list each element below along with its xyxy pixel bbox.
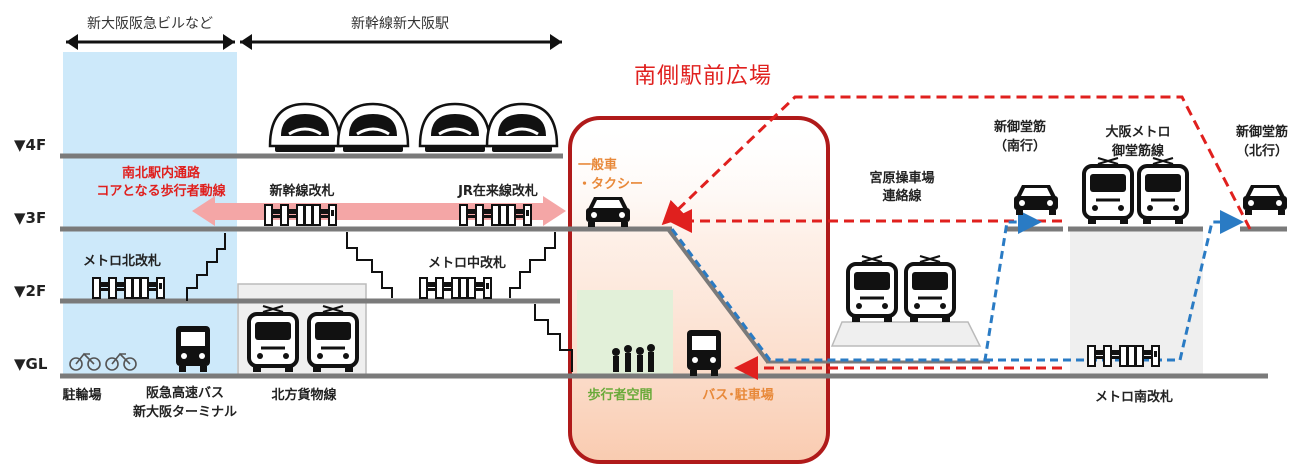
south-plaza-box [568,116,830,464]
stairs-to-gl [534,304,573,372]
osaka-metro-label: 大阪メトロ 御堂筋線 [1105,125,1171,159]
floor-label-gl: ▼GL [14,355,48,373]
ticket-gate-icon [420,278,491,298]
floor-label-2f: ▼2F [14,282,47,300]
hankyu-span-label: 新大阪阪急ビルなど [87,16,213,32]
floor-label-4f: ▼4F [14,136,47,154]
metro-south-gate-label: メトロ南改札 [1094,390,1174,405]
train-icon [1082,156,1134,226]
stairs-metro-north [186,233,226,301]
midosuji-south-label: 新御堂筋 （南行） [993,120,1047,154]
stairs-jr-right [509,232,556,298]
bicycle-parking-label: 駐輪場 [62,388,102,403]
midosuji-north-label: 新御堂筋 （北行） [1235,125,1289,159]
jr-gate-label: JR在来線改札 [458,184,538,199]
shinkansen-span-label: 新幹線新大阪駅 [351,16,449,32]
car-icon [1243,185,1287,215]
pedestrian-icon [612,344,655,372]
core-route-label: 南北駅内通路 コアとなる歩行者動線 [96,166,226,199]
metro-north-gate-label: メトロ北改札 [82,254,162,269]
bus-icon [176,326,210,372]
train-icon [846,254,898,324]
metro-center-gate-label: メトロ中改札 [427,256,507,271]
miyahara-embankment [830,321,982,347]
road-ramp [666,227,770,364]
floor-label-3f: ▼3F [14,209,47,227]
red-route-upper [661,95,1252,230]
hoppou-freight-label: 北方貨物線 [271,388,337,403]
bus-parking-label: バス･駐車場 [702,388,774,403]
train-icon [247,304,299,374]
general-car-label: 一般車 ・タクシー [578,158,644,192]
south-plaza-title: 南側駅前広場 [633,64,773,89]
pedestrian-space-label: 歩行者空間 [587,388,653,403]
stairs-shinkansen-left [346,232,393,298]
shinkansen-icon [485,102,559,154]
miyahara-label: 宮原操車場 連絡線 [869,171,935,204]
car-icon [1014,185,1058,215]
shinkansen-icon [418,102,492,154]
blue-route-north [985,210,1244,362]
bicycle-icon [69,352,137,371]
train-icon [1137,156,1189,226]
shinkansen-gate-label: 新幹線改札 [269,184,335,199]
shinkansen-icon [336,102,410,154]
shinkansen-icon [268,102,342,154]
train-icon [904,254,956,324]
bus-icon [687,330,721,376]
hankyu-bus-label: 阪急高速バス 新大阪ターミナル [132,386,238,420]
train-icon [307,304,359,374]
